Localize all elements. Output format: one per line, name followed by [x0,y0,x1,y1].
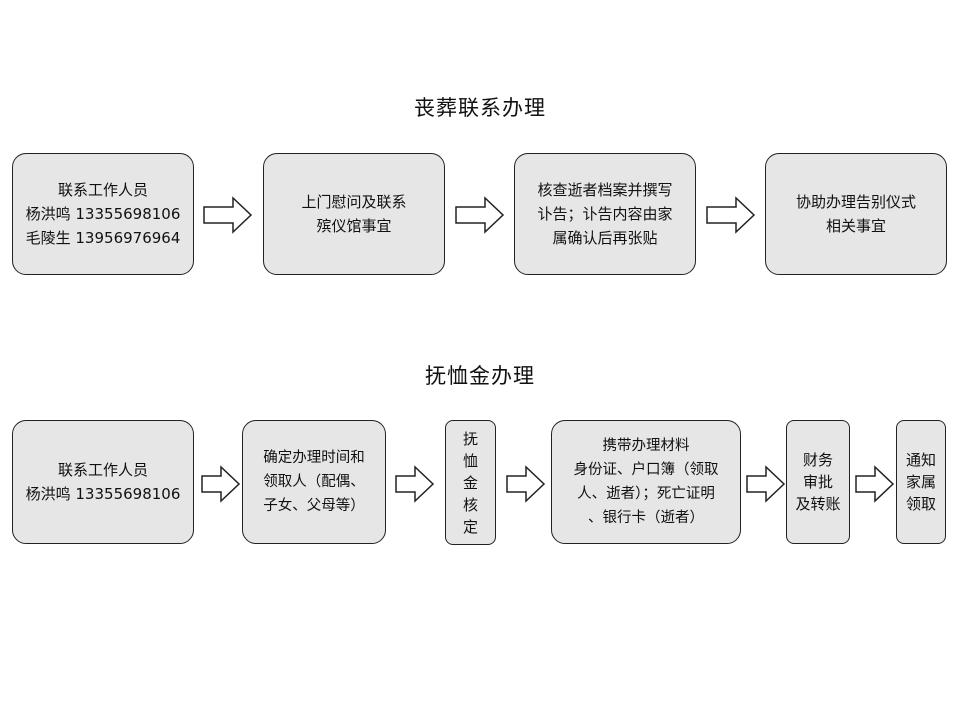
step-line: 金 [462,473,478,492]
step-line: 恤 [462,451,478,470]
arrow-right-icon [706,196,756,234]
arrow-right-icon [203,196,253,234]
step-farewell-ceremony: 协助办理告别仪式 相关事宜 [765,153,947,275]
step-obituary: 核查逝者档案并撰写 讣告；讣告内容由家 属确认后再张贴 [514,153,696,275]
arrow-right-icon [395,465,435,503]
arrow-right-icon [746,465,786,503]
step-line: 核查逝者档案并撰写 [537,181,673,199]
section1-title: 丧葬联系办理 [414,96,546,120]
step-line: 相关事宜 [825,217,886,235]
step-line: 讣告；讣告内容由家 [537,205,673,223]
step-finance-approval: 财务 审批 及转账 [786,420,850,544]
step-line: 携带办理材料 [602,438,690,454]
step-line: 家属 [905,473,936,491]
step-line: 协助办理告别仪式 [795,193,916,211]
section2-title: 抚恤金办理 [425,364,535,388]
step-line: 毛陵生 13956976964 [25,229,181,247]
step-contact-staff: 联系工作人员 杨洪鸣 13355698106 毛陵生 13956976964 [12,153,194,275]
step-contact-staff-2: 联系工作人员 杨洪鸣 13355698106 [12,420,194,544]
step-line: 及转账 [795,495,841,513]
step-determine-recipient: 确定办理时间和 领取人（配偶、 子女、父母等） [242,420,386,544]
step-line: 定 [462,517,478,536]
step-line: 领取 [905,495,936,513]
step-line: 通知 [905,451,936,469]
step-line: 确定办理时间和 [263,450,365,466]
step-line: 联系工作人员 [57,181,148,199]
arrow-right-icon [455,196,505,234]
step-line: 殡仪馆事宜 [316,217,392,235]
step-line: 核 [462,495,478,514]
step-notify-family: 通知 家属 领取 [896,420,946,544]
step-line: 审批 [802,473,833,491]
step-line: 财务 [802,451,833,469]
step-line: 子女、父母等） [263,498,365,514]
step-line: 杨洪鸣 13355698106 [25,485,181,503]
step-line: 联系工作人员 [57,461,148,479]
step-line: 抚 [462,429,478,448]
step-line: 、银行卡（逝者） [588,510,704,526]
step-condolence-visit: 上门慰问及联系 殡仪馆事宜 [263,153,445,275]
step-line: 身份证、户口簿（领取 [573,462,719,478]
arrow-right-icon [855,465,895,503]
step-bring-materials: 携带办理材料 身份证、户口簿（领取 人、逝者）；死亡证明 、银行卡（逝者） [551,420,741,544]
arrow-right-icon [201,465,241,503]
step-line: 上门慰问及联系 [301,193,407,211]
step-line: 属确认后再张贴 [552,229,658,247]
step-pension-verification: 抚 恤 金 核 定 [445,420,496,545]
step-line: 人、逝者）；死亡证明 [577,486,715,502]
arrow-right-icon [506,465,546,503]
step-line: 领取人（配偶、 [263,474,365,490]
step-line: 杨洪鸣 13355698106 [25,205,181,223]
